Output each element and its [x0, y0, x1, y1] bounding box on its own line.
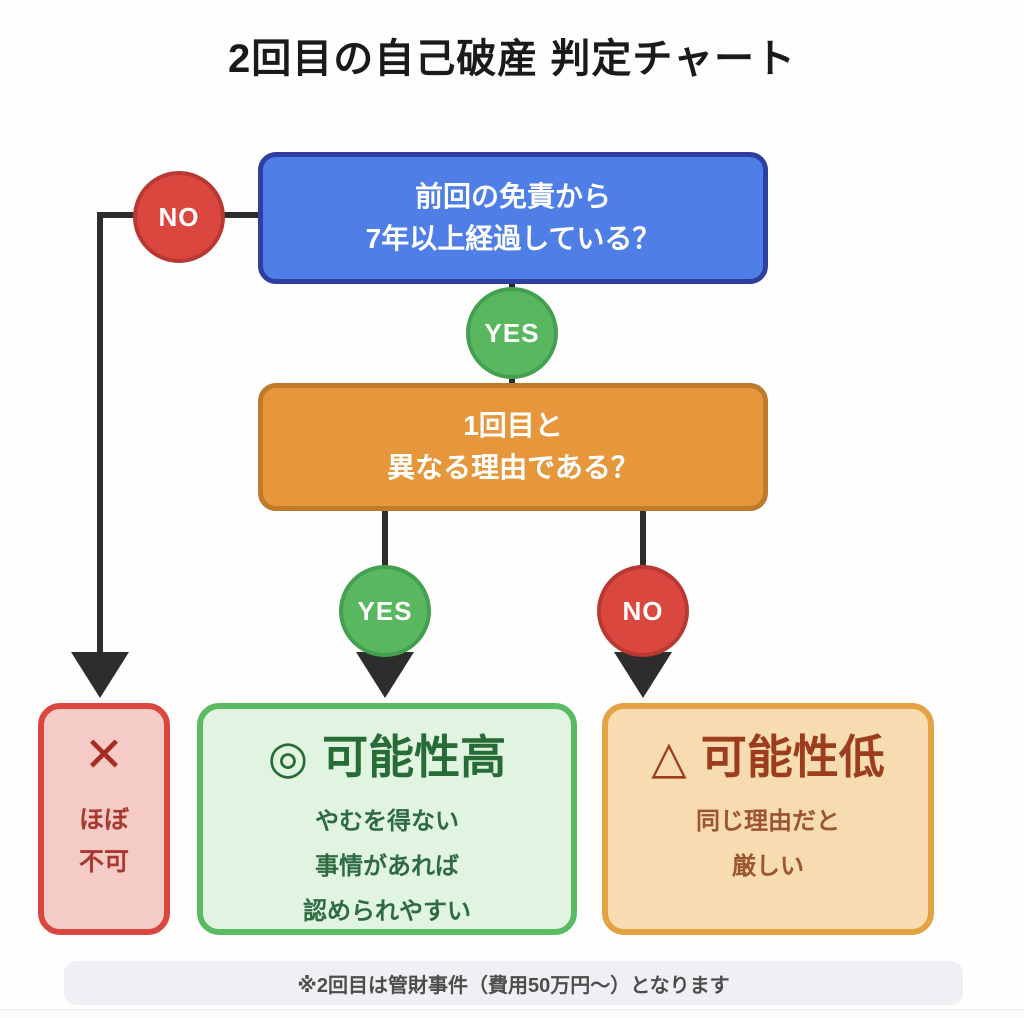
result-text-line: 不可 — [78, 848, 129, 876]
page-title: 2回目の自己破産 判定チャート — [228, 37, 796, 81]
cross-icon: ✕ — [83, 729, 125, 782]
arrow-down-fail-icon — [71, 652, 129, 698]
result-title-text: 可能性低 — [700, 731, 885, 783]
no-badge-label: NO — [158, 201, 200, 232]
yes-badge-label: YES — [357, 595, 413, 626]
result-title: ◎ 可能性高 — [268, 731, 506, 783]
result-title-text: 可能性高 — [322, 731, 507, 783]
bottom-edge-strip — [0, 1009, 1024, 1018]
result-title: △ 可能性低 — [651, 731, 884, 783]
footer-note-text: ※2回目は管財事件（費用50万円〜）となります — [297, 974, 730, 997]
no-badge-q1: NO — [133, 171, 225, 263]
question-text-line: 1回目と — [463, 410, 563, 441]
question-text-line: 前回の免責から — [414, 181, 611, 212]
result-box-fail: ✕ ほぼ 不可 — [38, 703, 170, 935]
result-text-line: 厳しい — [732, 853, 804, 880]
question-text-line: 異なる理由である？ — [387, 452, 639, 483]
result-box-high-possibility: ◎ 可能性高 やむを得ない 事情があれば 認められやすい — [197, 703, 577, 935]
question-box-seven-years: 前回の免責から 7年以上経過している？ — [258, 152, 768, 284]
double-circle-icon: ◎ — [267, 731, 309, 783]
result-text-line: やむを得ない — [315, 808, 459, 835]
triangle-icon: △ — [651, 731, 687, 783]
yes-badge-q2: YES — [339, 565, 431, 657]
no-badge-q2: NO — [597, 565, 689, 657]
no-badge-label: NO — [622, 595, 664, 626]
arrow-down-low-icon — [614, 652, 672, 698]
question-text-line: 7年以上経過している？ — [365, 223, 661, 254]
question-box-different-reason: 1回目と 異なる理由である？ — [258, 383, 768, 511]
result-text-line: 事情があれば — [315, 853, 459, 880]
result-text-line: ほぼ — [78, 806, 129, 834]
yes-badge-label: YES — [484, 317, 540, 348]
arrow-down-high-icon — [356, 652, 414, 698]
connector-no1-vertical — [97, 212, 103, 654]
result-text-line: 同じ理由だと — [696, 808, 840, 835]
result-box-low-possibility: △ 可能性低 同じ理由だと 厳しい — [602, 703, 934, 935]
result-text-line: 認められやすい — [303, 898, 471, 925]
yes-badge-q1: YES — [466, 287, 558, 379]
footer-note-bar: ※2回目は管財事件（費用50万円〜）となります — [64, 961, 963, 1005]
connector-no2-vertical — [640, 509, 646, 569]
connector-yes2-vertical — [382, 509, 388, 569]
